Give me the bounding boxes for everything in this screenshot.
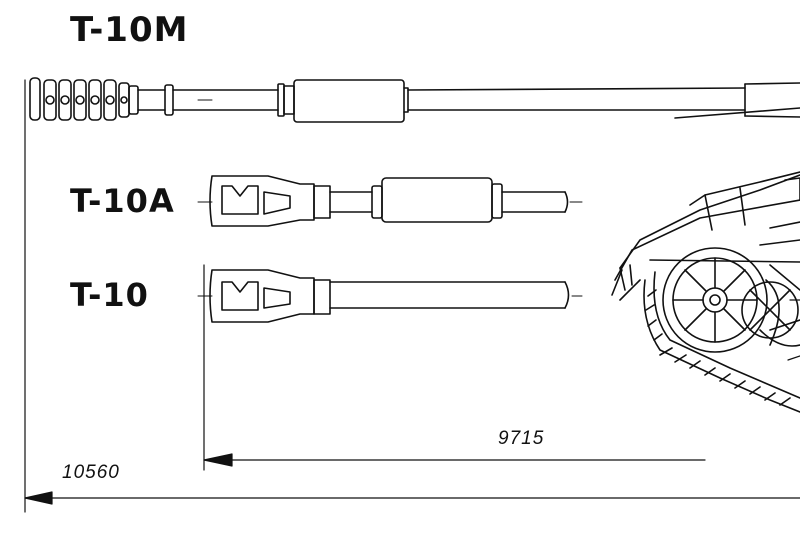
tank-track <box>643 271 800 413</box>
t10-muzzle-brake <box>209 269 331 323</box>
dimension-short: 9715 <box>498 428 545 449</box>
t10m-barrel <box>29 77 800 123</box>
tank-hull <box>611 171 800 301</box>
t10m-fume-extractor <box>293 79 405 123</box>
dimension-lines <box>24 79 800 513</box>
t10-barrel <box>209 269 570 323</box>
t10-label: T-10 <box>70 276 149 314</box>
t10a-label: T-10A <box>70 182 175 220</box>
dimension-overall: 10560 <box>62 462 120 483</box>
t10m-muzzle-brake <box>29 77 139 121</box>
t10a-muzzle-brake <box>209 175 331 227</box>
t10m-label: T-10M <box>70 10 189 50</box>
t10a-fume-extractor <box>381 177 493 223</box>
t10a-barrel <box>209 175 569 227</box>
tank-road-wheel <box>662 247 800 353</box>
